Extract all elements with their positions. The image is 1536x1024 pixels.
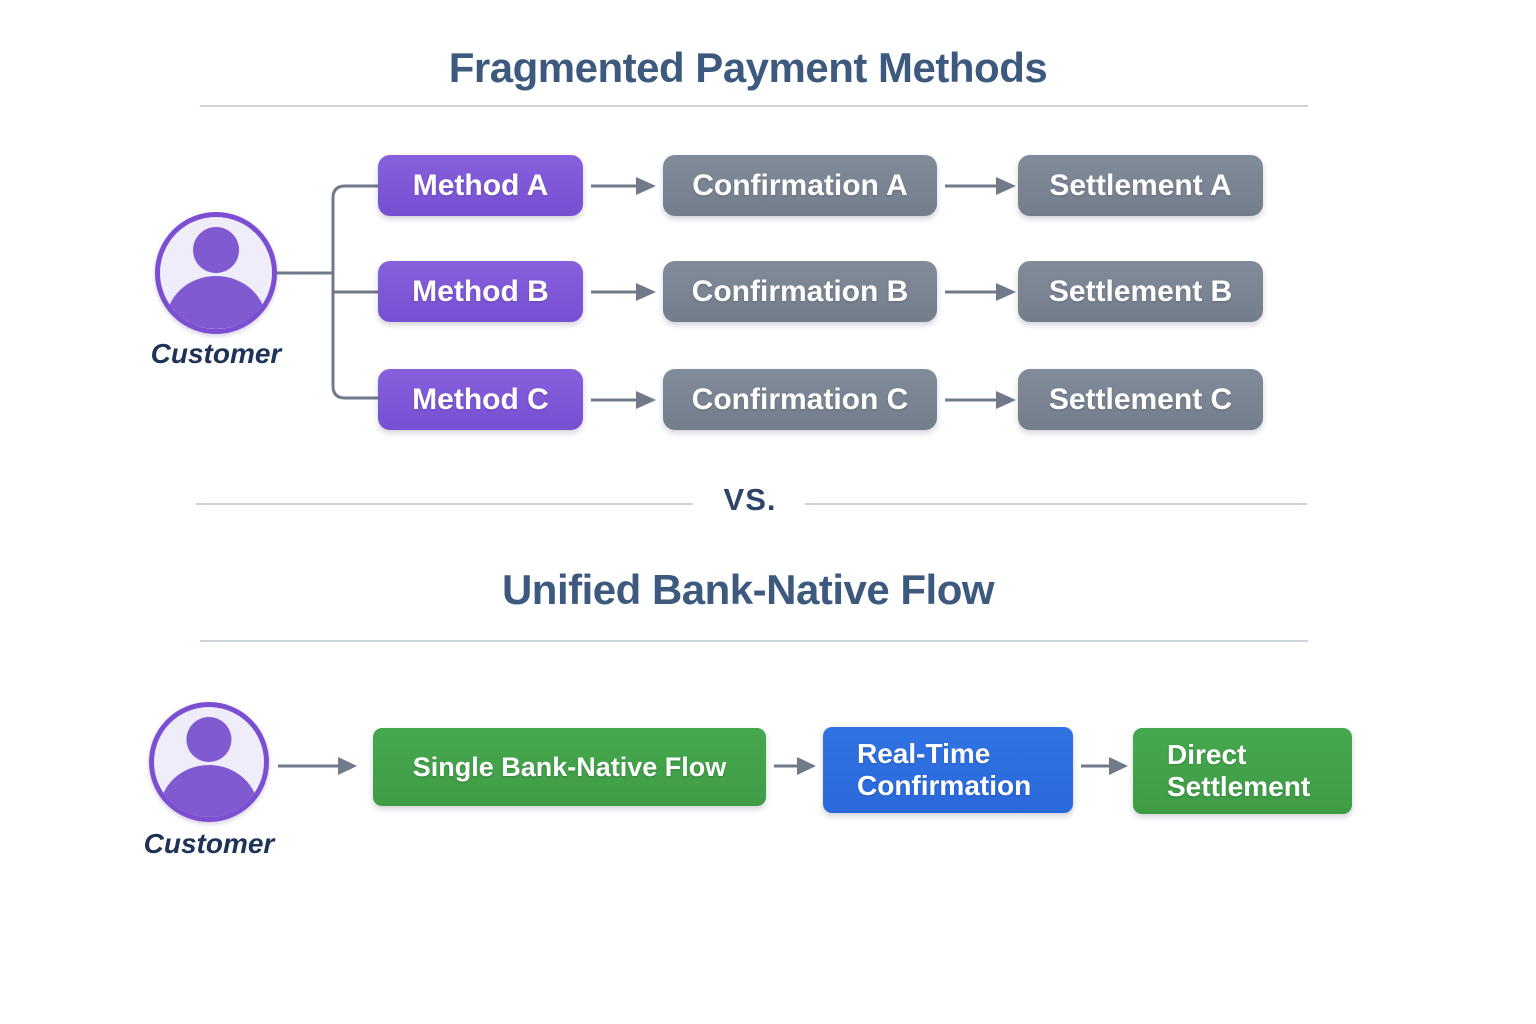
customer-avatar: [155, 212, 277, 334]
box-label-line1: Real-Time: [857, 738, 991, 769]
person-body-shape: [165, 276, 267, 329]
person-icon: [154, 707, 264, 817]
arrowhead-icon: [636, 283, 656, 301]
person-icon: [160, 217, 272, 329]
confirmation-c-box: Confirmation C: [663, 369, 937, 430]
customer-label: Customer: [150, 338, 282, 369]
method-b-box: Method B: [378, 261, 583, 322]
fragmented-branch-lines: [277, 184, 1109, 768]
arrow-heads: [338, 177, 1128, 775]
person-body-shape: [159, 765, 259, 817]
box-label-line1: Direct: [1167, 739, 1247, 770]
fragmented-title: Fragmented Payment Methods: [448, 44, 1048, 91]
box-label-line2: Confirmation: [857, 770, 1032, 801]
arrowhead-icon: [636, 391, 656, 409]
unified-title: Unified Bank-Native Flow: [501, 566, 995, 613]
title-divider-line: [200, 105, 1308, 107]
customer-avatar: [149, 702, 269, 822]
vs-label: VS.: [723, 482, 777, 517]
box-label-line2: Settlement: [1167, 771, 1311, 802]
arrowhead-icon: [1109, 757, 1128, 775]
confirmation-a-box: Confirmation A: [663, 155, 937, 216]
settlement-a-box: Settlement A: [1018, 155, 1263, 216]
arrowhead-icon: [996, 391, 1016, 409]
person-head-shape: [193, 227, 239, 273]
settlement-b-box: Settlement B: [1018, 261, 1263, 322]
direct-settlement-box: Direct Settlement: [1133, 728, 1352, 814]
arrowhead-icon: [797, 757, 816, 775]
vs-divider-line-left: [196, 503, 693, 505]
arrowhead-icon: [636, 177, 656, 195]
settlement-c-box: Settlement C: [1018, 369, 1263, 430]
method-a-box: Method A: [378, 155, 583, 216]
arrowhead-icon: [996, 283, 1016, 301]
confirmation-b-box: Confirmation B: [663, 261, 937, 322]
customer-label: Customer: [143, 828, 275, 859]
person-head-shape: [186, 716, 232, 762]
arrowhead-icon: [338, 757, 357, 775]
realtime-confirmation-box: Real-Time Confirmation: [823, 727, 1073, 813]
single-flow-box: Single Bank-Native Flow: [373, 728, 766, 806]
title-divider-line: [200, 640, 1308, 642]
vs-divider-line-right: [805, 503, 1307, 505]
arrowhead-icon: [996, 177, 1016, 195]
method-c-box: Method C: [378, 369, 583, 430]
